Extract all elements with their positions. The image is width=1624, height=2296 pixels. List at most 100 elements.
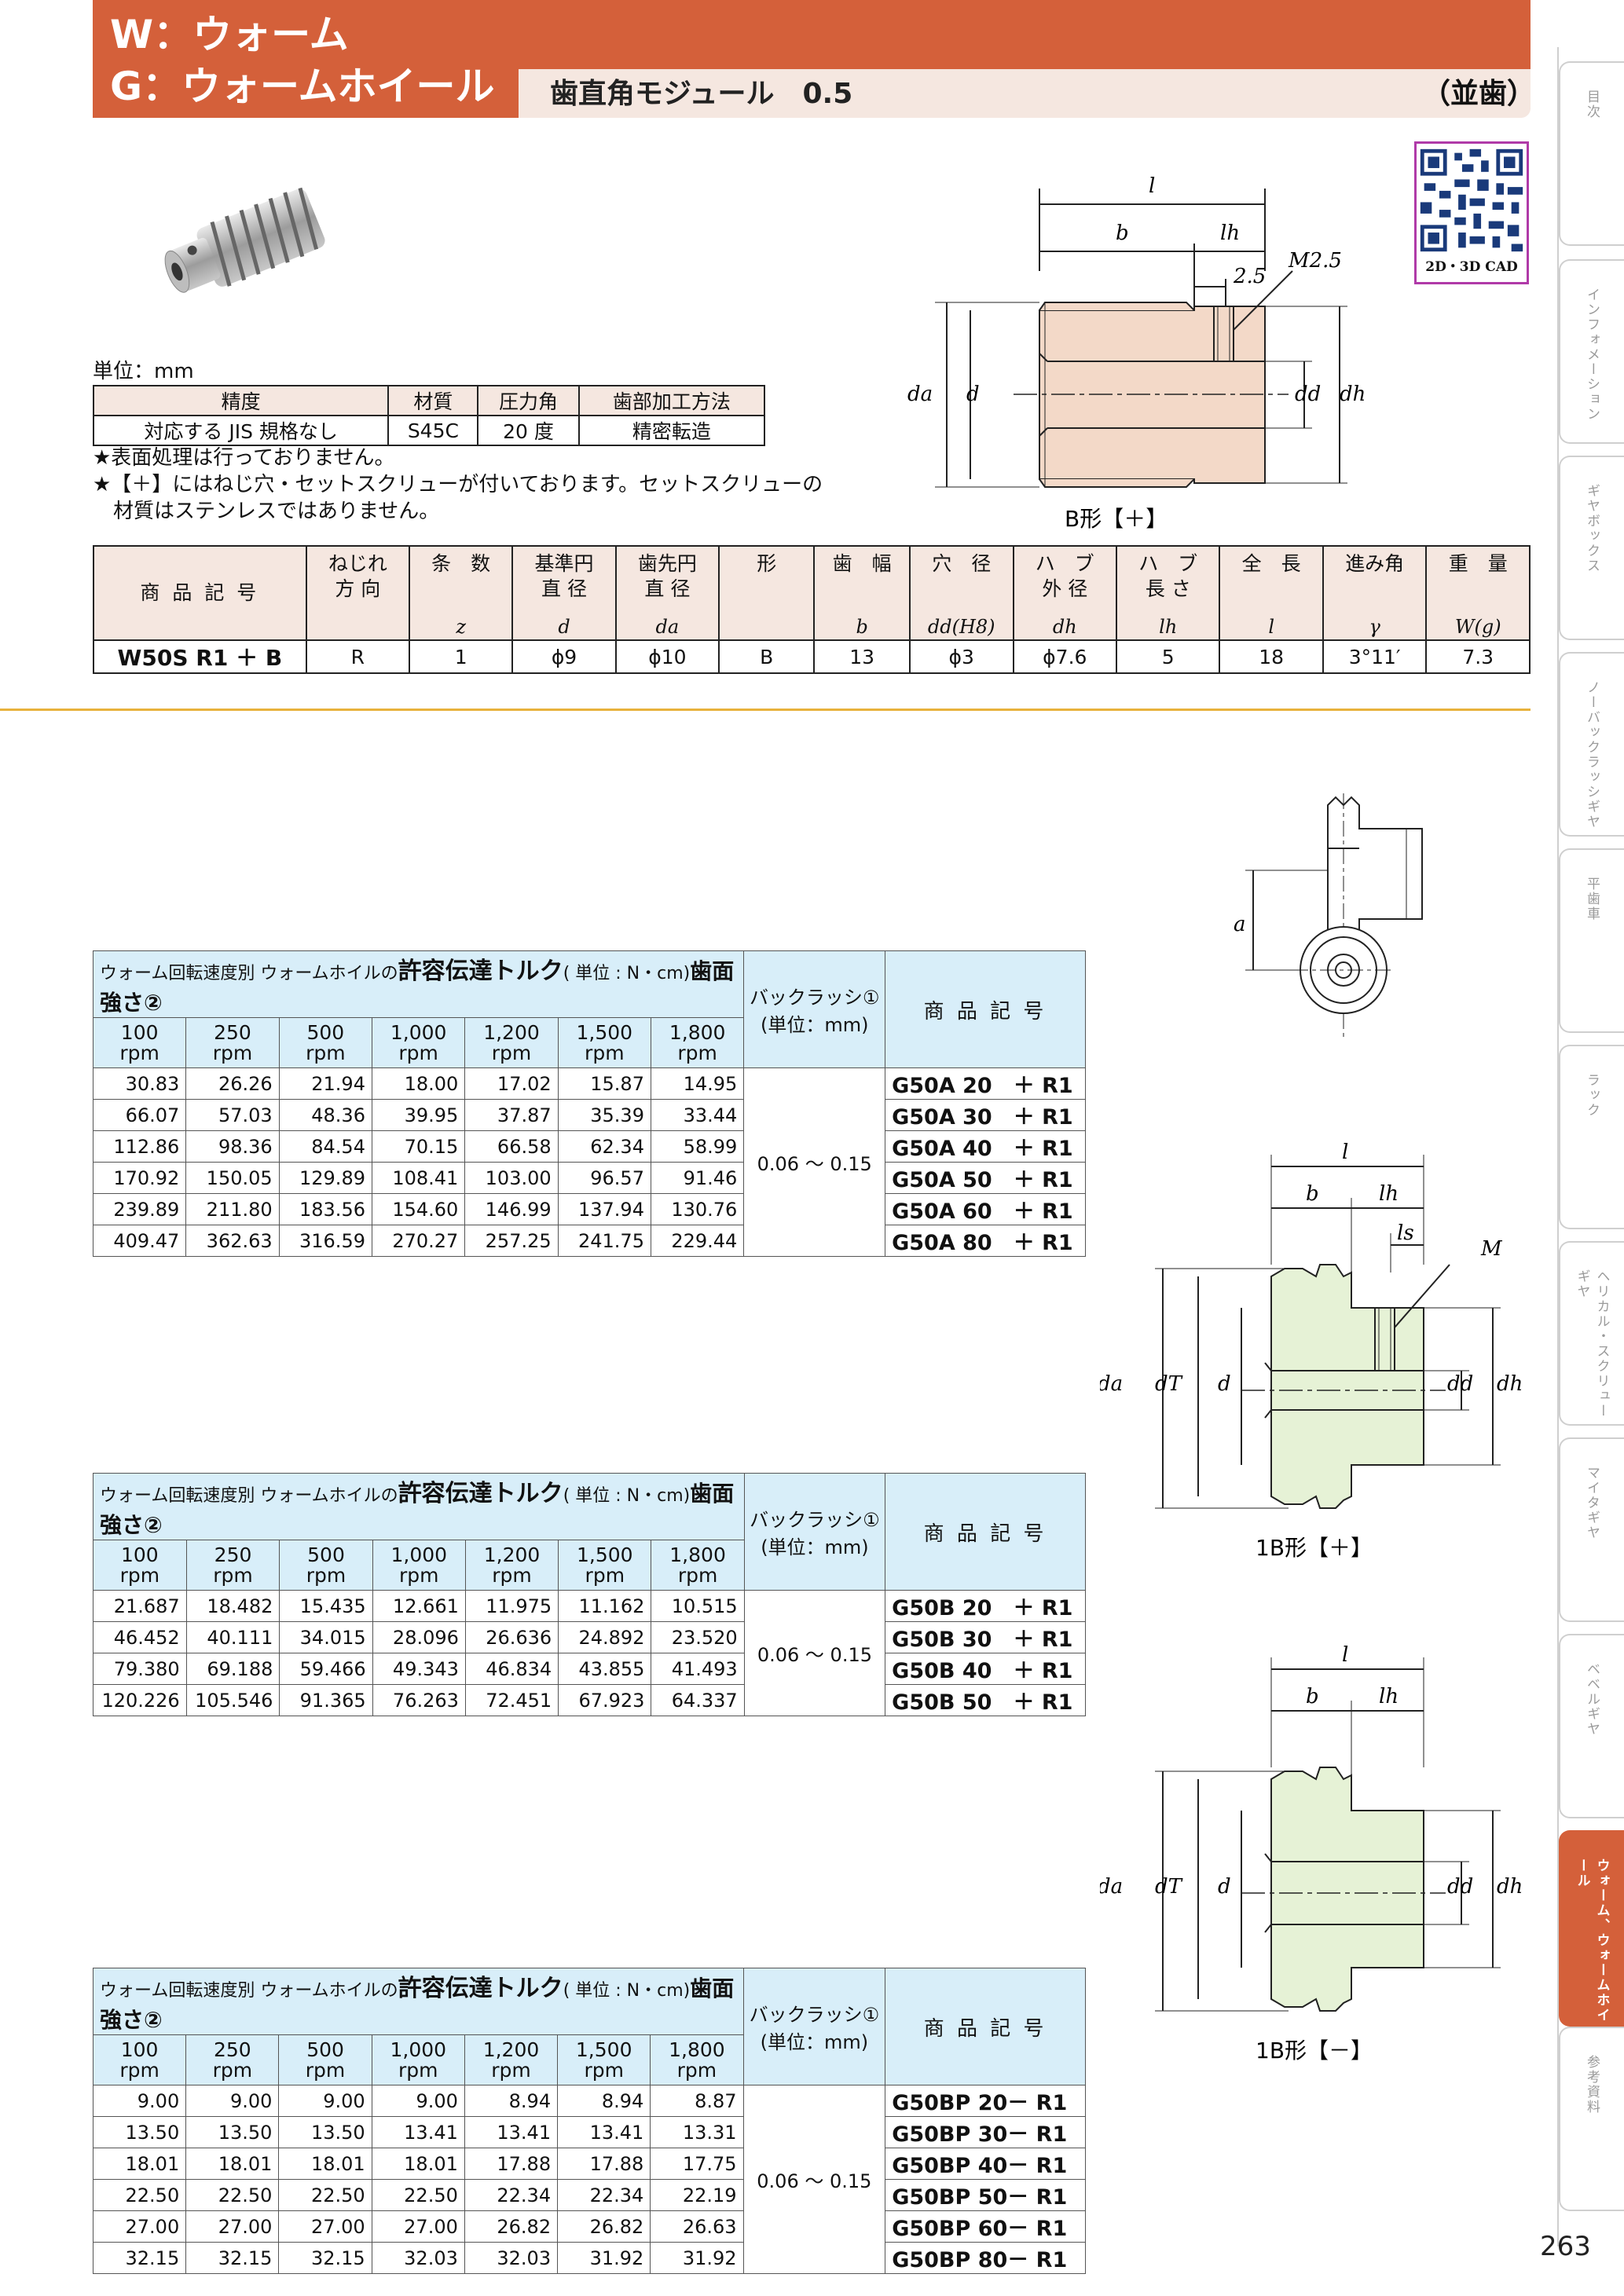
dim-lh: lh xyxy=(1379,1685,1399,1708)
backlash-value: 0.06 ～ 0.15 xyxy=(743,1067,886,1257)
product-code: G50BP 50－ R1 xyxy=(885,2179,1086,2211)
torque-value: 146.99 xyxy=(464,1193,559,1225)
dim-dt: dT xyxy=(1155,1372,1183,1396)
torque-value: 79.380 xyxy=(93,1653,187,1685)
sidebar-tab[interactable]: ウォーム、ウォームホイール xyxy=(1559,1830,1624,2027)
torque-table: ウォーム回転速度別 ウォームホイルの許容伝達トルク( 単位 : N・cm)歯面強… xyxy=(92,1968,1086,2274)
backlash-head: バックラッシ① (単位：mm) xyxy=(743,1473,886,1591)
rpm-head: 500 rpm xyxy=(278,2034,372,2085)
spec-value: 20 度 xyxy=(477,415,580,446)
torque-value: 28.096 xyxy=(372,1621,466,1653)
torque-value: 43.855 xyxy=(558,1653,652,1685)
main-head: 全 長 xyxy=(1219,545,1324,609)
sidebar-tab[interactable]: 平歯車 xyxy=(1559,848,1624,1033)
torque-value: 84.54 xyxy=(278,1130,372,1163)
caption-big: 許容伝達トルク xyxy=(398,958,563,985)
torque-value: 32.15 xyxy=(278,2242,372,2274)
sidebar-tab[interactable]: ベベルギヤ xyxy=(1559,1634,1624,1818)
qr-label: 2D・3D CAD xyxy=(1425,259,1518,275)
dim-d: d xyxy=(1218,1372,1231,1396)
wheel-minus-caption: 1B形【－】 xyxy=(1256,2038,1373,2063)
sidebar-tab[interactable]: ギヤボックス xyxy=(1559,456,1624,640)
main-value: 13 xyxy=(813,639,911,674)
dim-dh: dh xyxy=(1497,1875,1523,1899)
main-value: ϕ9 xyxy=(511,639,617,674)
torque-value: 26.636 xyxy=(464,1621,559,1653)
torque-value: 66.58 xyxy=(464,1130,559,1163)
sidebar-tab[interactable]: 目次 xyxy=(1559,61,1624,246)
torque-value: 49.343 xyxy=(372,1653,466,1685)
dim-m: M xyxy=(1480,1237,1503,1261)
sidebar-tab[interactable]: ヘリカル・スクリューギヤ xyxy=(1559,1241,1624,1426)
rpm-head: 1,000 rpm xyxy=(372,1540,466,1591)
sidebar-tab[interactable]: インフォメーション xyxy=(1559,259,1624,444)
rpm-head: 1,500 rpm xyxy=(557,2034,651,2085)
main-head: 基準円 直 径 xyxy=(511,545,617,609)
sidebar-tab[interactable]: 参考資料 xyxy=(1559,2027,1624,2211)
rpm-head: 1,000 rpm xyxy=(371,1017,466,1068)
torque-value: 26.82 xyxy=(464,2210,559,2243)
dim-dd: dd xyxy=(1447,1875,1473,1899)
torque-value: 120.226 xyxy=(93,1684,187,1716)
spec-table: 精度 材質 圧力角 歯部加工方法 対応する JIS 規格なし S45C 20 度… xyxy=(92,385,766,446)
code-head: 商 品 記 号 xyxy=(885,1968,1086,2085)
torque-value: 32.03 xyxy=(464,2242,559,2274)
product-code: G50B 30 ＋ R1 xyxy=(885,1621,1086,1653)
caption-small: ウォーム回転速度別 ウォームホイルの xyxy=(100,1486,398,1506)
product-code: G50BP 80－ R1 xyxy=(885,2242,1086,2274)
dim-m: M2.5 xyxy=(1288,249,1342,273)
dim-b: b xyxy=(1116,222,1129,245)
torque-value: 18.01 xyxy=(278,2148,372,2180)
torque-value: 13.50 xyxy=(185,2116,280,2148)
torque-value: 13.31 xyxy=(650,2116,744,2148)
dim-dd: dd xyxy=(1447,1372,1473,1396)
sidebar-tab[interactable]: ラック xyxy=(1559,1045,1624,1229)
torque-value: 22.34 xyxy=(557,2179,651,2211)
main-value: 18 xyxy=(1219,639,1324,674)
torque-value: 130.76 xyxy=(650,1193,745,1225)
note-line: ★【＋】にはねじ穴・セットスクリューが付いております。セットスクリューの xyxy=(93,473,823,496)
main-value: 1 xyxy=(408,639,514,674)
dim-b: b xyxy=(1306,1685,1319,1708)
torque-value: 39.95 xyxy=(371,1099,466,1131)
torque-value: 27.00 xyxy=(371,2210,465,2243)
backlash-value: 0.06 ～ 0.15 xyxy=(742,2085,886,2274)
main-symbol: z xyxy=(408,609,514,641)
qr-code[interactable]: 2D・3D CAD xyxy=(1414,141,1529,284)
product-code: G50BP 20－ R1 xyxy=(885,2085,1086,2117)
torque-caption: ウォーム回転速度別 ウォームホイルの許容伝達トルク( 単位 : N・cm)歯面強… xyxy=(93,1473,745,1540)
caption-unit: ( 単位 : N・cm) xyxy=(563,1486,691,1506)
product-code: G50A 20 ＋ R1 xyxy=(885,1067,1086,1100)
wheel-minus-drawing: l b lh da dT d dd dh 1B形【－】 xyxy=(1100,1643,1523,2063)
torque-value: 27.00 xyxy=(92,2210,187,2243)
torque-value: 17.75 xyxy=(650,2148,744,2180)
product-code: G50B 40 ＋ R1 xyxy=(885,1653,1086,1685)
notes: ★表面処理は行っておりません。 ★【＋】にはねじ穴・セットスクリューが付いており… xyxy=(93,445,823,525)
rpm-head: 100 rpm xyxy=(93,1540,187,1591)
torque-value: 27.00 xyxy=(278,2210,372,2243)
torque-value: 32.15 xyxy=(185,2242,280,2274)
torque-value: 22.50 xyxy=(185,2179,280,2211)
dim-dh: dh xyxy=(1497,1372,1523,1396)
torque-value: 362.63 xyxy=(185,1225,280,1257)
sidebar-tab[interactable]: ノーバックラッシギヤ xyxy=(1559,652,1624,837)
caption-end: 歯面強さ② xyxy=(100,1481,735,1538)
sidebar-tab[interactable]: マイタギヤ xyxy=(1559,1437,1624,1622)
wheel-plus-drawing: l b lh ls M da dT d dd dh 1B形【＋】 xyxy=(1100,1141,1523,1561)
header-strip xyxy=(519,69,1531,118)
worm-main-table: 商 品 記 号ねじれ 方 向条 数基準円 直 径歯先円 直 径形歯 幅穴 径ハ … xyxy=(93,545,1531,674)
rpm-head: 1,800 rpm xyxy=(650,2034,744,2085)
product-code: G50BP 30－ R1 xyxy=(885,2116,1086,2148)
main-symbol: b xyxy=(813,609,911,641)
torque-value: 91.46 xyxy=(650,1162,745,1194)
torque-value: 62.34 xyxy=(557,1130,651,1163)
rpm-head: 1,500 rpm xyxy=(558,1540,652,1591)
torque-value: 66.07 xyxy=(92,1099,187,1131)
dim-da: da xyxy=(1100,1372,1123,1396)
main-value: ϕ3 xyxy=(908,639,1014,674)
